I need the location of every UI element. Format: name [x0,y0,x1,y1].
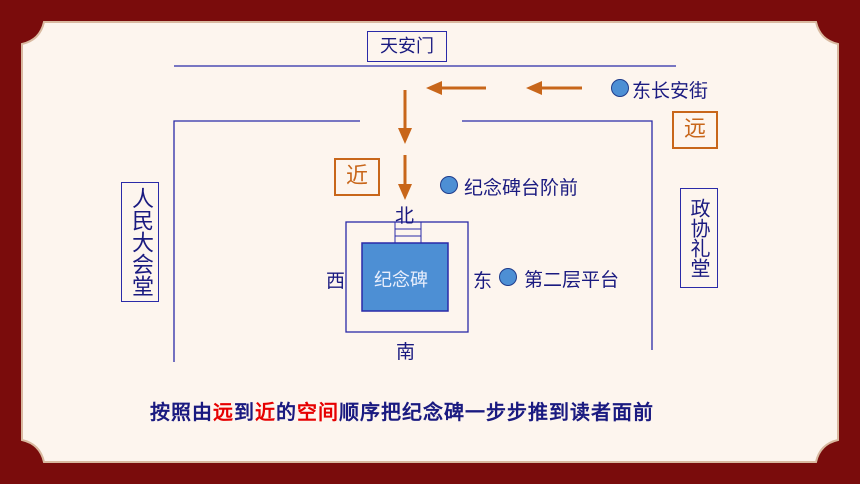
location-dot [611,79,629,97]
square-left-boundary [173,120,360,362]
square-right-boundary [462,120,653,350]
sentence-highlight-far: 远 [213,400,234,424]
south-label: 南 [396,341,416,363]
tiananmen-label: 天安门 [367,31,447,62]
sentence-highlight-near: 近 [255,400,276,424]
west-label: 西 [326,270,346,292]
arrow-down-1 [398,90,412,144]
monument-label: 纪念碑 [374,270,428,291]
steps-front-label: 纪念碑台阶前 [464,177,579,199]
sentence-part: 按照由 [150,400,213,424]
location-dot [440,176,458,194]
summary-sentence: 按照由远到近的空间顺序把纪念碑一步步推到读者面前 [150,396,654,425]
sentence-part: 的 [276,400,297,424]
north-label: 北 [395,205,415,227]
location-dot [499,268,517,286]
dongchangan-label: 东长安街 [632,80,709,102]
near-label: 近 [334,158,380,196]
monument-body [361,242,449,312]
great-hall-label: 人民大会堂 [121,182,159,302]
arrow-left-2 [426,81,486,95]
second-platform-label: 第二层平台 [524,269,620,291]
cppcc-hall-label: 政协礼堂 [680,188,718,288]
sentence-highlight-space: 空间 [297,400,339,424]
east-label: 东 [473,270,493,292]
arrow-down-2 [398,155,412,200]
sentence-part: 顺序把纪念碑一步步推到读者面前 [339,400,654,424]
sentence-part: 到 [234,400,255,424]
far-label: 远 [672,111,718,149]
arrow-left-1 [526,81,582,95]
